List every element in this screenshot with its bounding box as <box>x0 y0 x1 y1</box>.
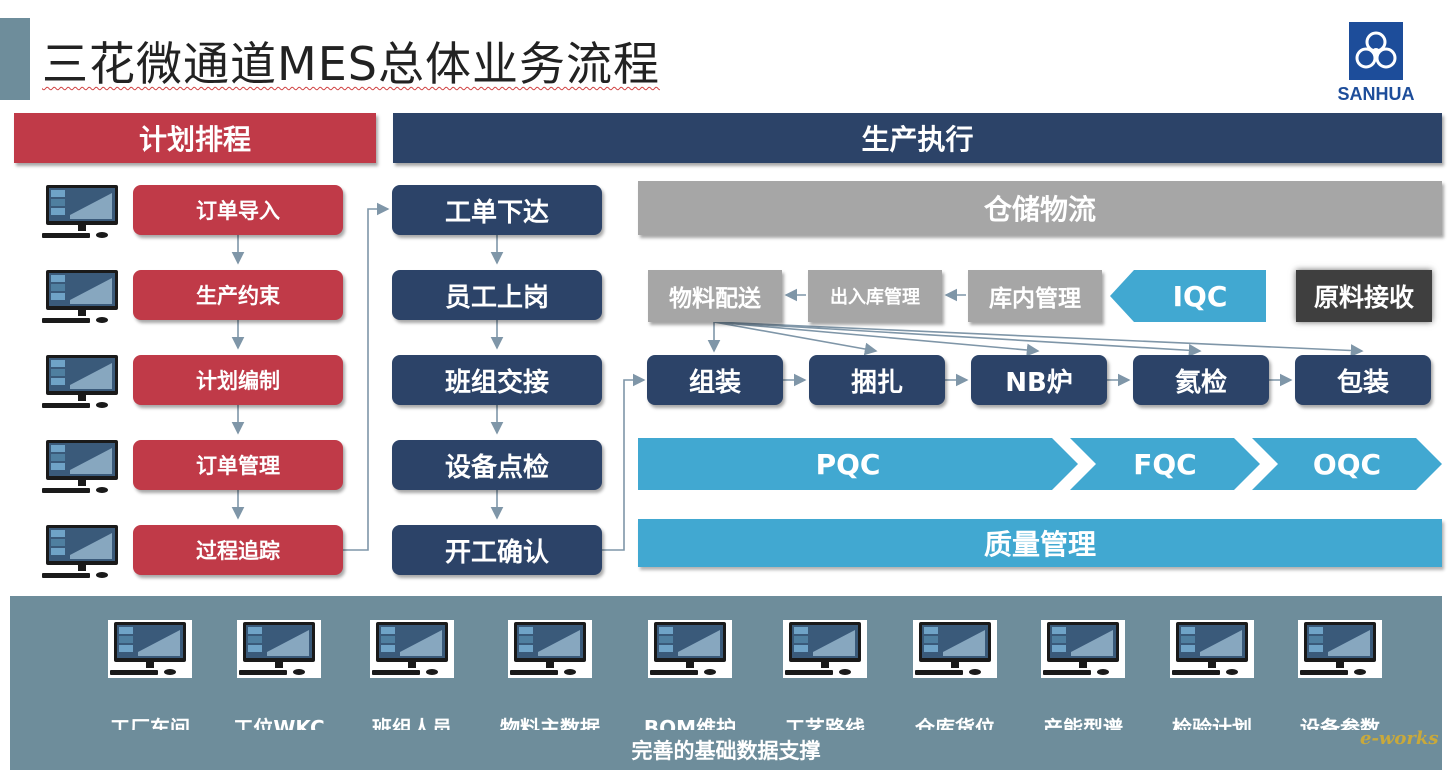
process-tracking-button[interactable]: 过程追踪 <box>133 525 343 575</box>
equipment-inspection-button[interactable]: 设备点检 <box>392 440 602 490</box>
quality-management-header: 质量管理 <box>638 519 1442 567</box>
logo-emblem-icon <box>1349 22 1403 80</box>
helium-test-button[interactable]: 氦检 <box>1133 355 1269 405</box>
material-delivery-button[interactable]: 物料配送 <box>648 270 782 322</box>
computer-icon <box>1041 620 1125 678</box>
planning-header: 计划排程 <box>14 113 376 163</box>
page-title: 三花微通道MES总体业务流程 <box>42 37 660 91</box>
oqc-label: OQC <box>1312 447 1382 481</box>
computer-icon <box>40 183 124 245</box>
computer-icon <box>508 620 592 678</box>
work-order-release-button[interactable]: 工单下达 <box>392 185 602 235</box>
order-management-button[interactable]: 订单管理 <box>133 440 343 490</box>
nb-furnace-button[interactable]: NB炉 <box>971 355 1107 405</box>
base-data-footer: 完善的基础数据支撑 <box>10 730 1442 770</box>
computer-icon <box>370 620 454 678</box>
plan-compile-button[interactable]: 计划编制 <box>133 355 343 405</box>
oqc-arrow[interactable]: OQC <box>1252 438 1442 490</box>
logo-text: SANHUA <box>1337 84 1415 104</box>
computer-icon <box>1298 620 1382 678</box>
raw-material-receive-button[interactable]: 原料接收 <box>1296 270 1432 322</box>
production-constraint-button[interactable]: 生产约束 <box>133 270 343 320</box>
computer-icon <box>40 523 124 585</box>
fqc-arrow-shape <box>1070 438 1260 490</box>
computer-icon <box>108 620 192 678</box>
order-import-button[interactable]: 订单导入 <box>133 185 343 235</box>
computer-icon <box>40 438 124 500</box>
inventory-management-button[interactable]: 库内管理 <box>968 270 1102 322</box>
computer-icon <box>1170 620 1254 678</box>
pqc-label: PQC <box>815 447 881 481</box>
oqc-arrow-shape <box>1252 438 1442 490</box>
title-accent-bar <box>0 18 30 100</box>
pqc-arrow-shape <box>638 438 1078 490</box>
fqc-label: FQC <box>1133 447 1197 481</box>
computer-icon <box>40 268 124 330</box>
computer-icon <box>648 620 732 678</box>
packaging-button[interactable]: 包装 <box>1295 355 1431 405</box>
fqc-arrow[interactable]: FQC <box>1070 438 1260 490</box>
iqc-arrow[interactable]: IQC <box>1110 270 1266 322</box>
computer-icon <box>783 620 867 678</box>
assembly-button[interactable]: 组装 <box>647 355 783 405</box>
shift-handover-button[interactable]: 班组交接 <box>392 355 602 405</box>
watermark-logo: e-works <box>1360 728 1439 749</box>
iqc-arrow-shape <box>1110 270 1266 322</box>
iqc-label: IQC <box>1172 279 1228 313</box>
start-confirm-button[interactable]: 开工确认 <box>392 525 602 575</box>
execution-header: 生产执行 <box>393 113 1442 163</box>
pqc-arrow[interactable]: PQC <box>638 438 1078 490</box>
computer-icon <box>40 353 124 415</box>
computer-icon <box>237 620 321 678</box>
sanhua-logo: SANHUA <box>1332 22 1420 104</box>
inout-management-button[interactable]: 出入库管理 <box>808 270 942 322</box>
bundling-button[interactable]: 捆扎 <box>809 355 945 405</box>
computer-icon <box>913 620 997 678</box>
warehouse-header: 仓储物流 <box>638 181 1442 235</box>
staff-onduty-button[interactable]: 员工上岗 <box>392 270 602 320</box>
